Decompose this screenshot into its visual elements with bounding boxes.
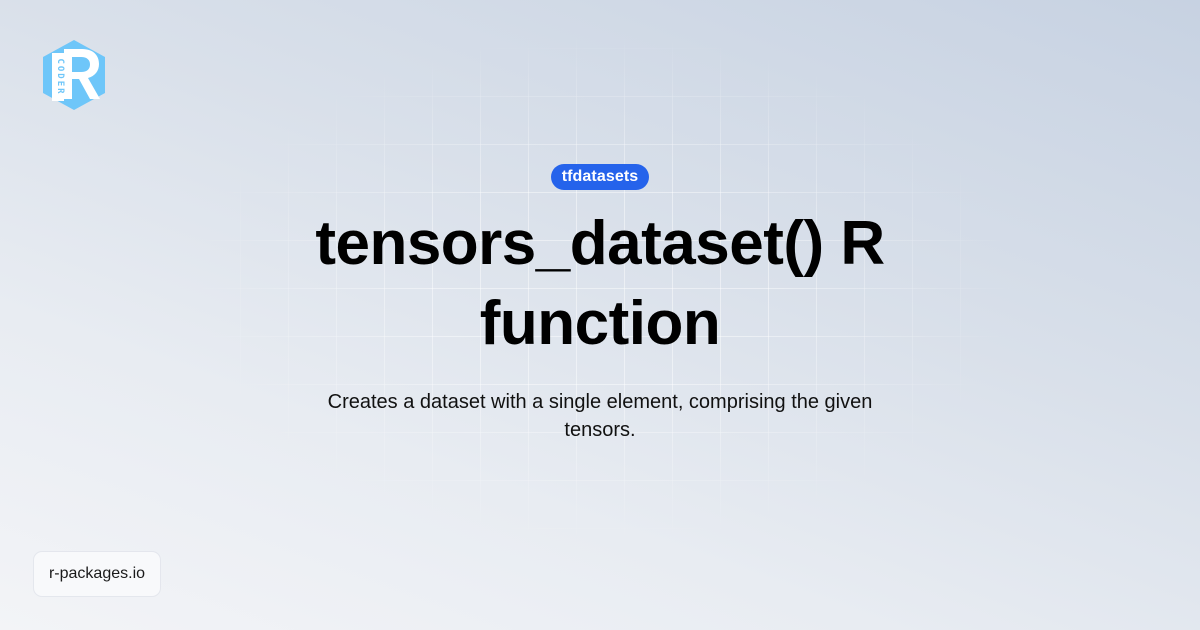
site-badge-label: r-packages.io <box>48 565 146 582</box>
site-badge[interactable]: r-packages.io <box>34 552 160 596</box>
r-coder-hexagon-icon: CODER <box>43 40 105 110</box>
hero: tfdatasets tensors_dataset() R function … <box>0 164 1200 444</box>
r-coder-logo: CODER <box>42 39 106 111</box>
page-title: tensors_dataset() R function <box>315 209 885 358</box>
svg-text:CODER: CODER <box>55 58 65 95</box>
function-description: Creates a dataset with a single element,… <box>327 391 873 441</box>
package-badge[interactable]: tfdatasets <box>550 164 650 190</box>
